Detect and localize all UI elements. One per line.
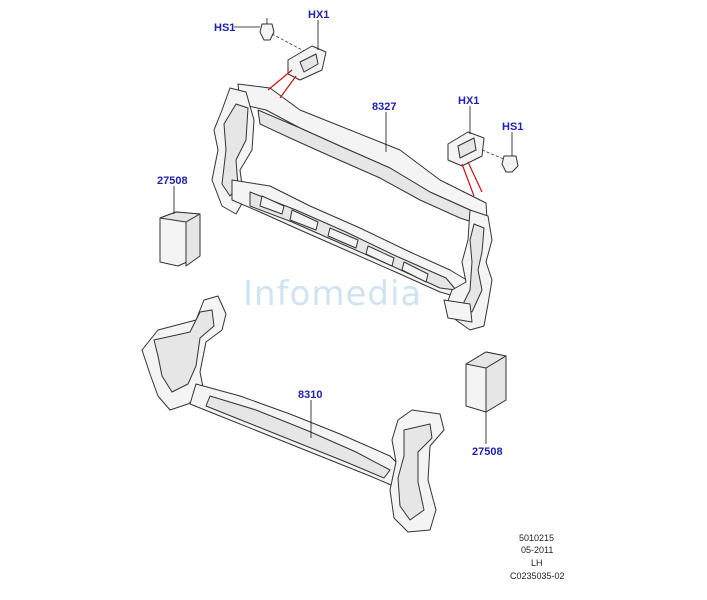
latch-top-left: [287, 45, 327, 81]
footer-date: 05-2011: [521, 545, 553, 555]
latch-right: [447, 131, 485, 167]
callout-27508-left: 27508: [157, 175, 188, 187]
callout-27508-right: 27508: [472, 446, 503, 458]
bolt-right: [501, 155, 519, 173]
callout-8327: 8327: [372, 101, 396, 113]
foam-block-left: [159, 211, 201, 267]
callout-hs1-right: HS1: [502, 121, 523, 133]
radiator-support-panel: [211, 83, 493, 331]
footer-code: C0235035-02: [510, 571, 565, 581]
bolt-top-left: [259, 18, 275, 41]
watermark: Infomedia: [243, 274, 422, 314]
callout-hx1-right: HX1: [458, 95, 479, 107]
footer-side: LH: [531, 558, 543, 568]
callout-hx1-top: HX1: [308, 9, 329, 21]
callout-hs1-top: HS1: [214, 22, 235, 34]
lower-air-deflector: [141, 295, 445, 533]
foam-block-right: [465, 351, 507, 413]
callout-8310: 8310: [298, 389, 322, 401]
footer-number: 5010215: [519, 533, 554, 543]
